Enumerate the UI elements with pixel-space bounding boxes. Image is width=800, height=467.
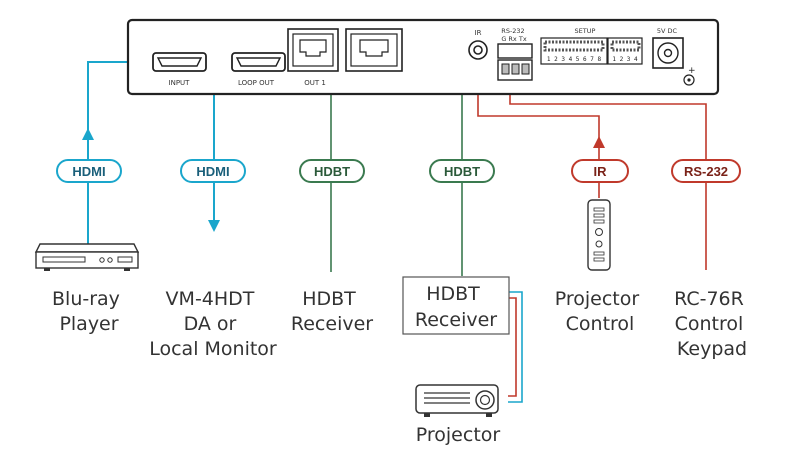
setup-label: SETUP <box>575 27 596 35</box>
caption-projector: Projector <box>416 424 501 446</box>
tag-hdbt-1: HDBT <box>299 159 365 183</box>
setup-dip-switch-8[interactable] <box>540 37 608 65</box>
tag-hdmi-loop: HDMI <box>180 159 246 183</box>
caption-receiver-1: HDBT Receiver <box>291 288 373 335</box>
rs232-pins-label: G Rx Tx <box>501 35 527 43</box>
svg-text:+: + <box>688 66 696 76</box>
svg-text:IR: IR <box>594 164 608 179</box>
tag-hdmi-input: HDMI <box>56 159 122 183</box>
tag-rs232: RS-232 <box>671 159 741 183</box>
svg-text:HDMI: HDMI <box>72 164 105 179</box>
svg-text:HDBT: HDBT <box>314 164 350 179</box>
caption-projector-control: Projector Control <box>555 288 646 335</box>
caption-bluray: Blu-ray Player <box>52 288 126 335</box>
dip-numbers-a: 1 2 3 4 5 6 7 8 <box>547 56 602 63</box>
tag-ir: IR <box>571 159 629 183</box>
receiver-projector-cable-red <box>506 297 517 397</box>
hdbt-out2-port[interactable] <box>345 28 403 72</box>
device-captions: Blu-ray Player VM-4HDT DA or Local Monit… <box>52 283 750 446</box>
rs232-port-label: RS-232 <box>501 27 524 35</box>
hdbt-receiver-box <box>402 276 510 335</box>
hdmi-input-port[interactable] <box>152 52 207 72</box>
svg-text:RS-232: RS-232 <box>684 164 728 179</box>
caption-receiver-2: HDBT Receiver <box>415 283 497 331</box>
device-rear-panel: INPUT LOOP OUT OUT 1 IR RS-232 G Rx Tx <box>126 18 720 96</box>
hdmi-input-arrow <box>82 128 94 140</box>
hdmi-loop-arrow <box>208 220 220 232</box>
rs232-port[interactable] <box>497 43 533 81</box>
ir-port[interactable] <box>468 40 488 60</box>
ir-port-label: IR <box>475 29 482 37</box>
caption-monitor: VM-4HDT DA or Local Monitor <box>149 288 277 360</box>
svg-text:HDMI: HDMI <box>196 164 229 179</box>
caption-keypad: RC-76R Control Keypad <box>674 288 750 360</box>
setup-dip-switch-4[interactable] <box>607 37 643 65</box>
power-port-label: 5V DC <box>657 27 678 35</box>
hdmi-loop-out-port[interactable] <box>231 52 286 72</box>
loop-out-port-label: LOOP OUT <box>238 79 275 87</box>
hdbt-out1-port[interactable] <box>287 28 339 72</box>
power-plug-icon: + <box>683 66 696 86</box>
ir-arrow <box>593 136 605 148</box>
ir-remote-icon <box>587 199 611 271</box>
projector-icon <box>415 384 499 417</box>
input-port-label: INPUT <box>169 79 191 87</box>
svg-text:HDBT: HDBT <box>444 164 480 179</box>
out1-port-label: OUT 1 <box>304 79 326 87</box>
bluray-player-icon <box>34 243 140 271</box>
tag-hdbt-2: HDBT <box>429 159 495 183</box>
cable-tags: HDMI HDMI HDBT HDBT IR RS-232 <box>56 159 741 183</box>
dip-numbers-b: 1 2 3 4 <box>612 56 638 63</box>
receiver-projector-cable-blue <box>506 291 523 403</box>
power-port[interactable] <box>652 37 684 69</box>
